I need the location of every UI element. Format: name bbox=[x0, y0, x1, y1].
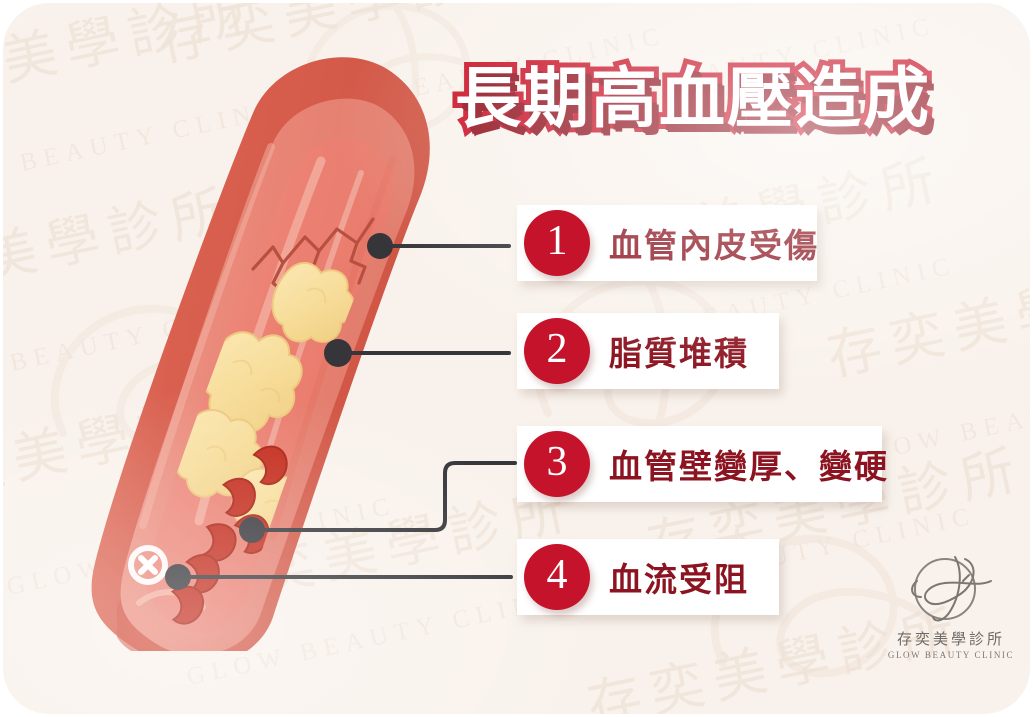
logo-text-cn: 存奕美學診所 bbox=[896, 630, 1005, 648]
callout-number-2: 2 bbox=[546, 326, 568, 372]
callout-number-3: 3 bbox=[546, 439, 568, 485]
callout-number-4: 4 bbox=[546, 552, 568, 598]
callout-item-1[interactable]: 1 血管內皮受傷 bbox=[517, 205, 917, 291]
callout-label-4: 血流受阻 bbox=[609, 560, 749, 599]
callout-number-badge-4: 4 bbox=[524, 544, 590, 610]
page-title: 長期高血壓造成 bbox=[450, 55, 934, 142]
callout-label-3: 血管壁變厚、變硬 bbox=[609, 447, 889, 486]
title-block: 長期高血壓造成 bbox=[450, 55, 995, 142]
clinic-logo: 存奕美學診所 GLOW BEAUTY CLINIC bbox=[887, 551, 1015, 669]
card-background: 存奕美學診所 存奕美學診所 存奕美學診所 存奕美學診所 存奕美學診所 存奕美學診… bbox=[3, 3, 1030, 714]
logo-text-en: GLOW BEAUTY CLINIC bbox=[887, 650, 1015, 660]
blood-vessel-illustration bbox=[91, 57, 430, 651]
callout-item-4[interactable]: 4 血流受阻 bbox=[517, 539, 917, 625]
callout-number-badge-3: 3 bbox=[524, 431, 590, 497]
callout-number-badge-2: 2 bbox=[524, 318, 590, 384]
callout-label-2: 脂質堆積 bbox=[609, 334, 749, 373]
callout-number-badge-1: 1 bbox=[524, 210, 590, 276]
callout-item-3[interactable]: 3 血管壁變厚、變硬 bbox=[517, 426, 987, 512]
logo-monogram-icon bbox=[911, 556, 992, 622]
callout-item-2[interactable]: 2 脂質堆積 bbox=[517, 313, 917, 399]
callout-number-1: 1 bbox=[546, 218, 568, 264]
callout-label-1: 血管內皮受傷 bbox=[609, 226, 819, 265]
